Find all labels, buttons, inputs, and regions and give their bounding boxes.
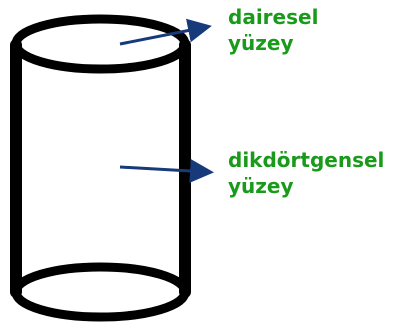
circular-surface-label-line1: dairesel: [228, 5, 319, 29]
circular-surface-label: dairesel yüzey: [228, 4, 318, 56]
cylinder-bottom-circular-surface: [11, 262, 190, 322]
arrow-to-rectangular-surface: [119, 158, 214, 183]
cylinder-top-circular-surface: [11, 14, 190, 74]
rectangular-surface-label-line1: dikdörtgensel: [228, 148, 385, 172]
circular-surface-label-line2: yüzey: [228, 31, 294, 55]
arrow-to-circular-surface: [119, 18, 212, 46]
rectangular-surface-label-line2: yüzey: [228, 174, 294, 198]
rectangular-surface-label: dikdörtgensel yüzey: [228, 147, 384, 199]
